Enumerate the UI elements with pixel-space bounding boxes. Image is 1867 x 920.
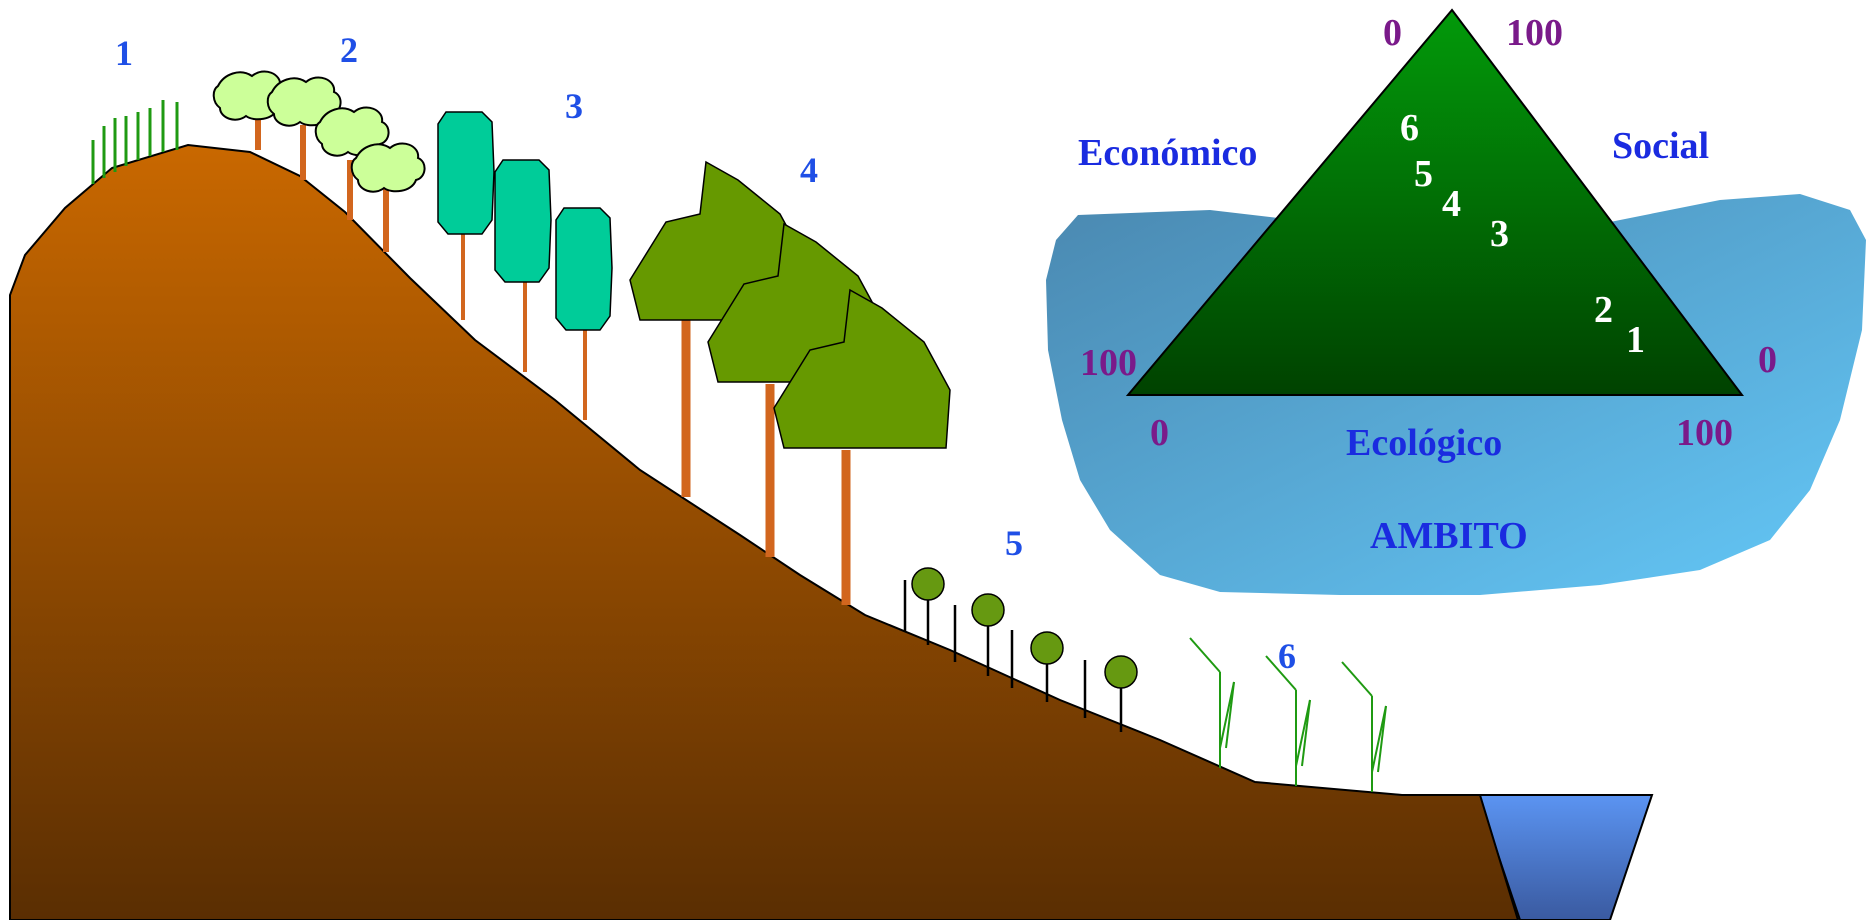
ambit-label: AMBITO xyxy=(1370,515,1528,557)
triangle-point-6: 6 xyxy=(1400,107,1419,149)
zone-label-4: 4 xyxy=(800,150,818,190)
tick-base-left-outer: 100 xyxy=(1080,342,1137,384)
axis-label-economic: Económico xyxy=(1078,132,1257,174)
zone-label-6: 6 xyxy=(1278,636,1296,676)
tick-base-right-inner: 100 xyxy=(1676,412,1733,454)
zone-label-1: 1 xyxy=(115,33,133,73)
triangle-point-2: 2 xyxy=(1594,289,1613,331)
triangle-point-1: 1 xyxy=(1626,319,1645,361)
zone-label-3: 3 xyxy=(565,86,583,126)
tick-apex-left: 0 xyxy=(1383,12,1402,54)
sapling-icon xyxy=(903,567,1138,732)
grass-icon xyxy=(91,100,179,184)
triangle-point-4: 4 xyxy=(1442,183,1461,225)
axis-label-social: Social xyxy=(1612,125,1709,167)
tick-base-left-inner: 0 xyxy=(1150,412,1169,454)
triangle-point-5: 5 xyxy=(1414,153,1433,195)
broad-crown-tree-icon xyxy=(629,161,951,605)
axis-label-ecological: Ecológico xyxy=(1346,422,1502,464)
zone-label-2: 2 xyxy=(340,30,358,70)
columnar-tree-icon xyxy=(437,111,613,420)
tick-base-right-outer: 0 xyxy=(1758,339,1777,381)
tick-apex-right: 100 xyxy=(1506,12,1563,54)
zone-label-5: 5 xyxy=(1005,523,1023,563)
pale-crown-tree-icon xyxy=(212,70,426,252)
triangle-point-3: 3 xyxy=(1490,213,1509,255)
sustainability-triangle xyxy=(1125,8,1745,396)
